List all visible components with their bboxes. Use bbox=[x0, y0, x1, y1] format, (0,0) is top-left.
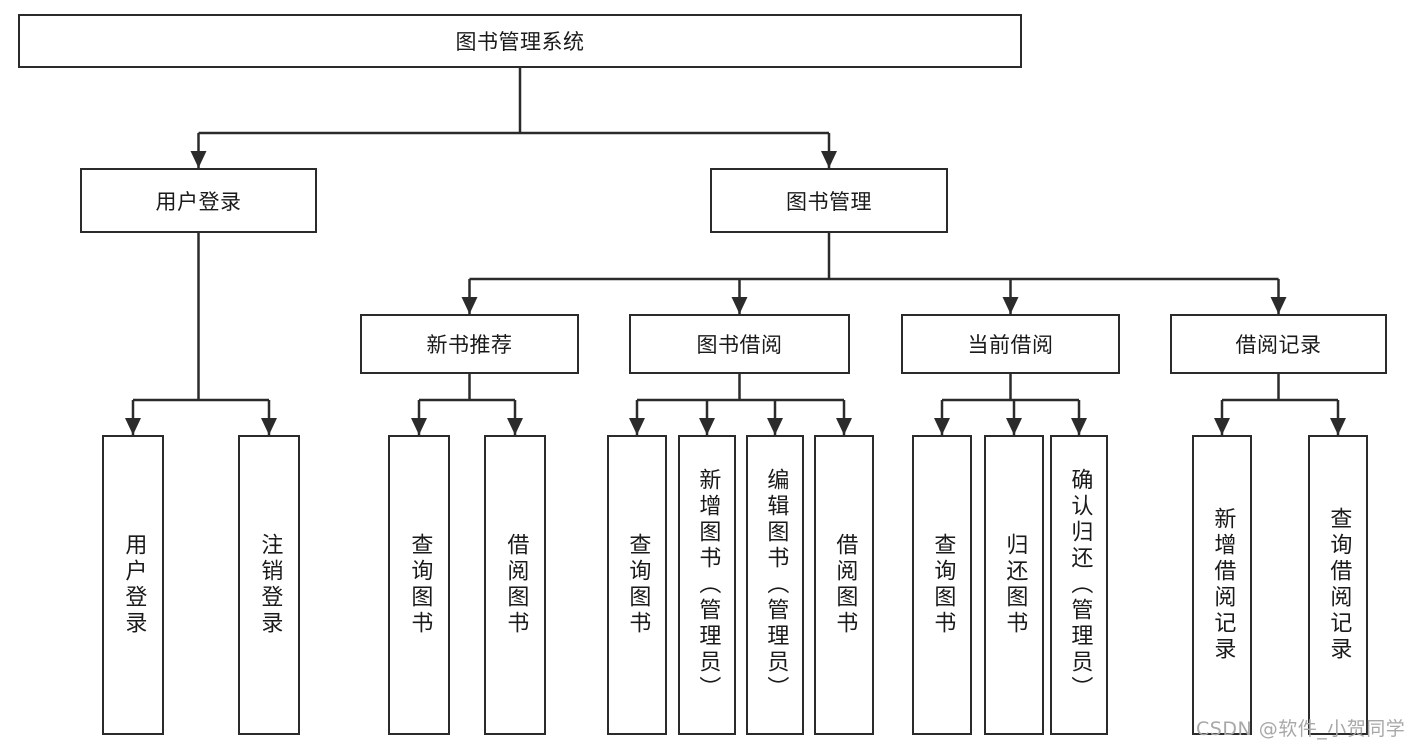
node-book-borrow[interactable]: 图书借阅 bbox=[629, 314, 850, 374]
node-label-root: 图书管理系统 bbox=[455, 30, 585, 54]
node-leaf-query-record[interactable]: 查询借阅记录 bbox=[1308, 435, 1368, 735]
node-borrow-record[interactable]: 借阅记录 bbox=[1170, 314, 1387, 374]
node-label-leaf-query-book-1: 查询图书 bbox=[407, 533, 433, 637]
node-current-borrow[interactable]: 当前借阅 bbox=[901, 314, 1120, 374]
node-label-borrow-record: 借阅记录 bbox=[1235, 333, 1322, 357]
node-leaf-user-login[interactable]: 用户登录 bbox=[102, 435, 164, 735]
node-label-leaf-return-book: 归还图书 bbox=[1002, 533, 1028, 637]
node-user-login[interactable]: 用户登录 bbox=[80, 168, 317, 233]
node-leaf-query-book-2[interactable]: 查询图书 bbox=[607, 435, 667, 735]
node-leaf-query-book-3[interactable]: 查询图书 bbox=[912, 435, 972, 735]
node-leaf-confirm-return[interactable]: 确认归还（管理员） bbox=[1050, 435, 1108, 735]
node-leaf-query-book-1[interactable]: 查询图书 bbox=[388, 435, 450, 735]
node-label-leaf-add-book: 新增图书（管理员） bbox=[695, 468, 721, 702]
node-label-leaf-user-login: 用户登录 bbox=[121, 533, 147, 637]
node-label-book-borrow: 图书借阅 bbox=[696, 333, 783, 357]
node-label-leaf-query-book-3: 查询图书 bbox=[930, 533, 956, 637]
watermark-label: CSDN @软件_小贺同学 bbox=[1196, 718, 1405, 740]
node-leaf-add-book[interactable]: 新增图书（管理员） bbox=[678, 435, 736, 735]
node-leaf-edit-book[interactable]: 编辑图书（管理员） bbox=[746, 435, 804, 735]
node-leaf-borrow-book-1[interactable]: 借阅图书 bbox=[484, 435, 546, 735]
node-root[interactable]: 图书管理系统 bbox=[18, 14, 1022, 68]
node-leaf-return-book[interactable]: 归还图书 bbox=[984, 435, 1044, 735]
node-label-user-login: 用户登录 bbox=[155, 189, 242, 214]
node-label-current-borrow: 当前借阅 bbox=[967, 333, 1054, 357]
node-label-leaf-borrow-book-2: 借阅图书 bbox=[832, 533, 858, 637]
node-label-new-book-rec: 新书推荐 bbox=[426, 333, 513, 357]
node-leaf-user-logout[interactable]: 注销登录 bbox=[238, 435, 300, 735]
node-book-manage[interactable]: 图书管理 bbox=[710, 168, 948, 233]
node-new-book-rec[interactable]: 新书推荐 bbox=[360, 314, 579, 374]
node-label-book-manage: 图书管理 bbox=[786, 189, 872, 214]
node-leaf-borrow-book-2[interactable]: 借阅图书 bbox=[814, 435, 874, 735]
node-label-leaf-add-record: 新增借阅记录 bbox=[1210, 507, 1236, 663]
node-leaf-add-record[interactable]: 新增借阅记录 bbox=[1192, 435, 1252, 735]
node-label-leaf-confirm-return: 确认归还（管理员） bbox=[1067, 468, 1093, 702]
node-label-leaf-edit-book: 编辑图书（管理员） bbox=[763, 468, 789, 702]
node-label-leaf-query-book-2: 查询图书 bbox=[625, 533, 651, 637]
node-label-leaf-query-record: 查询借阅记录 bbox=[1326, 507, 1352, 663]
node-label-leaf-borrow-book-1: 借阅图书 bbox=[503, 533, 529, 637]
node-label-leaf-user-logout: 注销登录 bbox=[257, 533, 283, 637]
